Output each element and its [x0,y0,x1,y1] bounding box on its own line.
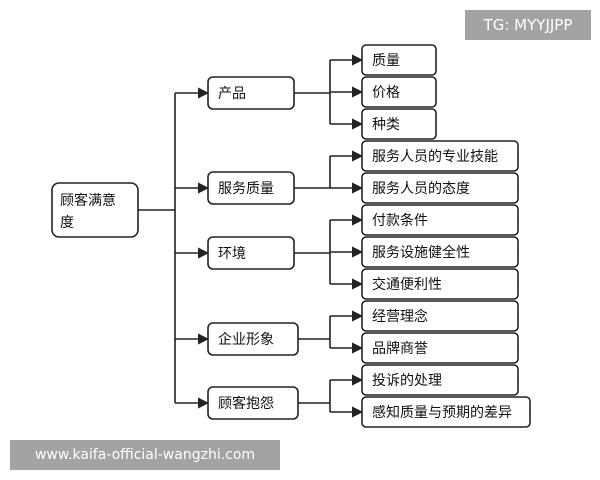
item-box-4-1 [361,396,531,428]
item-label-0-2: 种类 [372,117,400,133]
item-label-2-0: 付款条件 [372,212,428,229]
item-node-4-1: 感知质量与预期的差异 [361,396,531,428]
item-box-2-0 [361,204,519,236]
item-node-1-0: 服务人员的专业技能 [361,140,519,172]
item-box-1-0 [361,140,519,172]
item-node-2-2: 交通便利性 [361,268,519,300]
item-box-0-1 [361,76,437,108]
root-box [51,182,139,238]
root-label-line2: 度 [60,215,74,231]
category-label-4: 顾客抱怨 [218,395,274,412]
category-label-3: 企业形象 [218,331,274,348]
item-box-2-1 [361,236,519,268]
item-node-1-1: 服务人员的态度 [361,172,519,204]
watermark-bottom-left: www.kaifa-official-wangzhi.com [10,440,280,470]
item-node-2-1: 服务设施健全性 [361,236,519,268]
category-box-4 [207,386,299,420]
category-label-2: 环境 [218,246,246,262]
category-node-2: 环境 [207,236,295,270]
item-label-0-0: 质量 [372,53,400,69]
item-box-1-1 [361,172,519,204]
item-node-4-0: 投诉的处理 [361,364,519,396]
item-node-0-0: 质量 [361,44,437,76]
item-label-4-0: 投诉的处理 [372,373,442,389]
item-node-2-0: 付款条件 [361,204,519,236]
item-node-3-0: 经营理念 [361,300,519,332]
item-label-2-2: 交通便利性 [372,276,442,293]
category-box-3 [207,322,299,356]
root-node: 顾客满意 度 [51,182,139,238]
item-box-0-0 [361,44,437,76]
item-label-3-1: 品牌商誉 [372,340,428,357]
category-box-2 [207,236,295,270]
category-box-1 [207,171,295,205]
item-label-1-1: 服务人员的态度 [372,181,470,197]
item-box-4-0 [361,364,519,396]
item-label-3-0: 经营理念 [372,308,428,325]
item-label-4-1: 感知质量与预期的差异 [372,404,512,421]
item-node-0-1: 价格 [361,76,437,108]
item-box-3-0 [361,300,519,332]
item-label-1-0: 服务人员的专业技能 [372,149,498,165]
root-label-line1: 顾客满意 [60,192,116,209]
category-node-1: 服务质量 [207,171,295,205]
category-node-0: 产品 [207,76,295,110]
item-label-2-1: 服务设施健全性 [372,244,470,261]
category-node-4: 顾客抱怨 [207,386,299,420]
category-label-1: 服务质量 [218,181,274,197]
item-label-0-1: 价格 [372,85,400,101]
item-box-2-2 [361,268,519,300]
watermark-top-right: TG: MYYJJPP [465,10,591,40]
connector-lines [138,54,364,418]
item-node-0-2: 种类 [361,108,437,140]
item-node-3-1: 品牌商誉 [361,332,519,364]
item-box-3-1 [361,332,519,364]
category-label-0: 产品 [218,86,246,102]
category-box-0 [207,76,295,110]
item-box-0-2 [361,108,437,140]
category-node-3: 企业形象 [207,322,299,356]
